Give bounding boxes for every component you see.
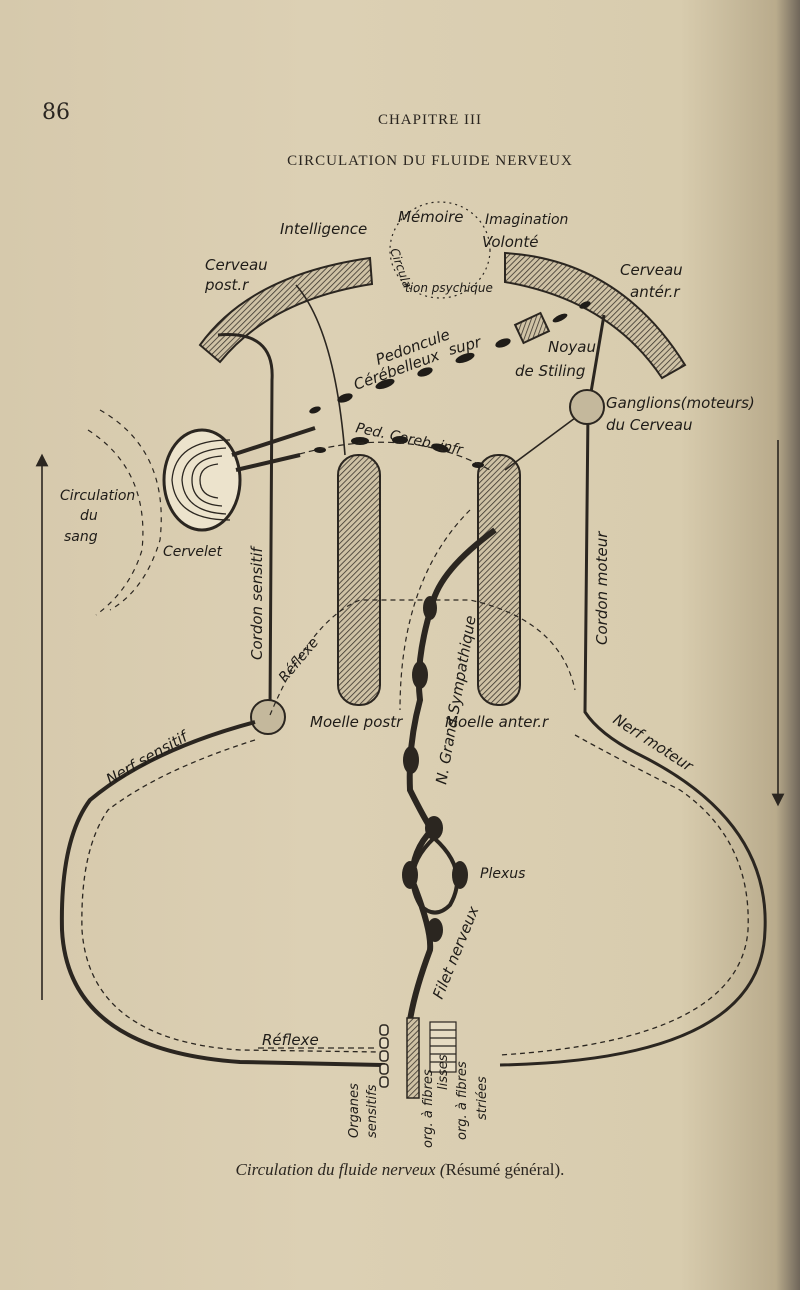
label-moelle-post: Moelle postr [310, 713, 403, 731]
label-moelle-anter: Moelle anter.r [445, 713, 549, 731]
ganglion-to-moelle [504, 417, 576, 471]
label-noyau-2: de Stiling [515, 362, 585, 380]
label-cerveau-anter-2: antér.r [630, 283, 680, 301]
organes-sensitifs [379, 1024, 389, 1088]
page-number: 86 [42, 100, 70, 125]
label-nerf-moteur: Nerf moteur [610, 710, 697, 775]
reflexe-arc-dashed [269, 599, 576, 716]
cervelet-to-pedoncule [231, 426, 316, 457]
label-org-fibres-striees-1: org. à fibres [455, 1061, 470, 1140]
organes-fibres-lisses [406, 1017, 420, 1099]
intelligence-line [295, 284, 346, 456]
label-reflexe-lower: Réflexe [262, 1031, 319, 1049]
label-reflexe-upper: Réflexe [276, 635, 322, 686]
caption-italic: Circulation du fluide nerveux ( [235, 1160, 446, 1179]
label-noyau-1: Noyau [548, 338, 596, 356]
ped-cereb-inf-dashed [279, 441, 491, 471]
cordon-moteur-line [499, 314, 767, 1067]
cordon-sensitif-line [217, 333, 274, 713]
chapter-heading: CHAPITRE III [377, 112, 483, 128]
pedoncule-inf-path [314, 436, 484, 468]
organes-fibres-striees [429, 1021, 457, 1073]
pedoncule-sup-path [309, 301, 591, 414]
moelle-anterieure [477, 454, 521, 706]
label-cerveau-anter-1: Cerveau [620, 261, 683, 279]
label-cordon-moteur: Cordon moteur [593, 531, 611, 645]
label-nerf-sensitif: Nerf sensitif [103, 726, 193, 788]
ganglions-moteurs-circle [569, 389, 605, 425]
sang-circulation-arcs [87, 409, 162, 616]
cerveau-anterieur [504, 251, 687, 380]
label-ped-cereb-inf: Ped. Cereb. infr [354, 420, 465, 459]
cervelet-shape [162, 428, 242, 532]
label-pedoncule-sup: supr [446, 333, 483, 359]
label-cerveau-post-2: post.r [204, 276, 249, 294]
label-circulation-du-sang-3: sang [64, 529, 98, 545]
cervelet-folia [171, 439, 231, 521]
section-title: CIRCULATION DU FLUIDE NERVEUX [287, 153, 573, 169]
label-cerveau-post-1: Cerveau [205, 256, 268, 274]
nerf-moteur-dashed [499, 734, 749, 1056]
label-filet-nerveux: Filet nerveux [429, 904, 483, 1002]
label-grand-sympathique: N. Grand Sympathique [432, 614, 479, 786]
label-circulation-du-sang-1: Circulation [60, 488, 135, 504]
label-circulation-psychique-2: tion psychique [405, 281, 493, 295]
label-intelligence: Intelligence [280, 220, 367, 238]
label-org-fibres-lisses-1: org. à fibres [421, 1069, 436, 1148]
label-cervelet: Cervelet [163, 544, 223, 560]
label-ganglions-2: du Cerveau [606, 416, 692, 434]
ganglion-sensitif [250, 699, 286, 735]
cervelet-to-ped-inf [235, 453, 301, 472]
label-volonte: Volonté [482, 233, 539, 251]
label-cordon-sensitif: Cordon sensitif [248, 545, 266, 660]
label-org-fibres-lisses-2: lisses [436, 1054, 451, 1090]
figure-caption: Circulation du fluide nerveux (Résumé gé… [0, 1160, 800, 1180]
moelle-posterieure [337, 454, 381, 706]
label-memoire: Mémoire [398, 208, 464, 226]
label-circulation-du-sang-2: du [80, 508, 98, 524]
label-organes-sensitifs-1: Organes [347, 1083, 362, 1138]
noyau-de-stiling [513, 311, 551, 345]
label-ganglions-1: Ganglions(moteurs) [606, 394, 755, 412]
label-org-fibres-striees-2: striées [475, 1076, 490, 1120]
label-plexus: Plexus [480, 866, 525, 882]
plexus-loop [410, 835, 460, 915]
nerf-sensitif-line [59, 720, 386, 1067]
circulation-psychique-ring [389, 201, 491, 299]
nerf-sensitif-dashed [81, 739, 381, 1053]
label-organes-sensitifs-2: sensitifs [365, 1084, 380, 1138]
label-imagination: Imagination [485, 212, 568, 228]
reflexe-to-sympathique [399, 509, 471, 711]
caption-roman: Résumé général). [445, 1160, 565, 1179]
